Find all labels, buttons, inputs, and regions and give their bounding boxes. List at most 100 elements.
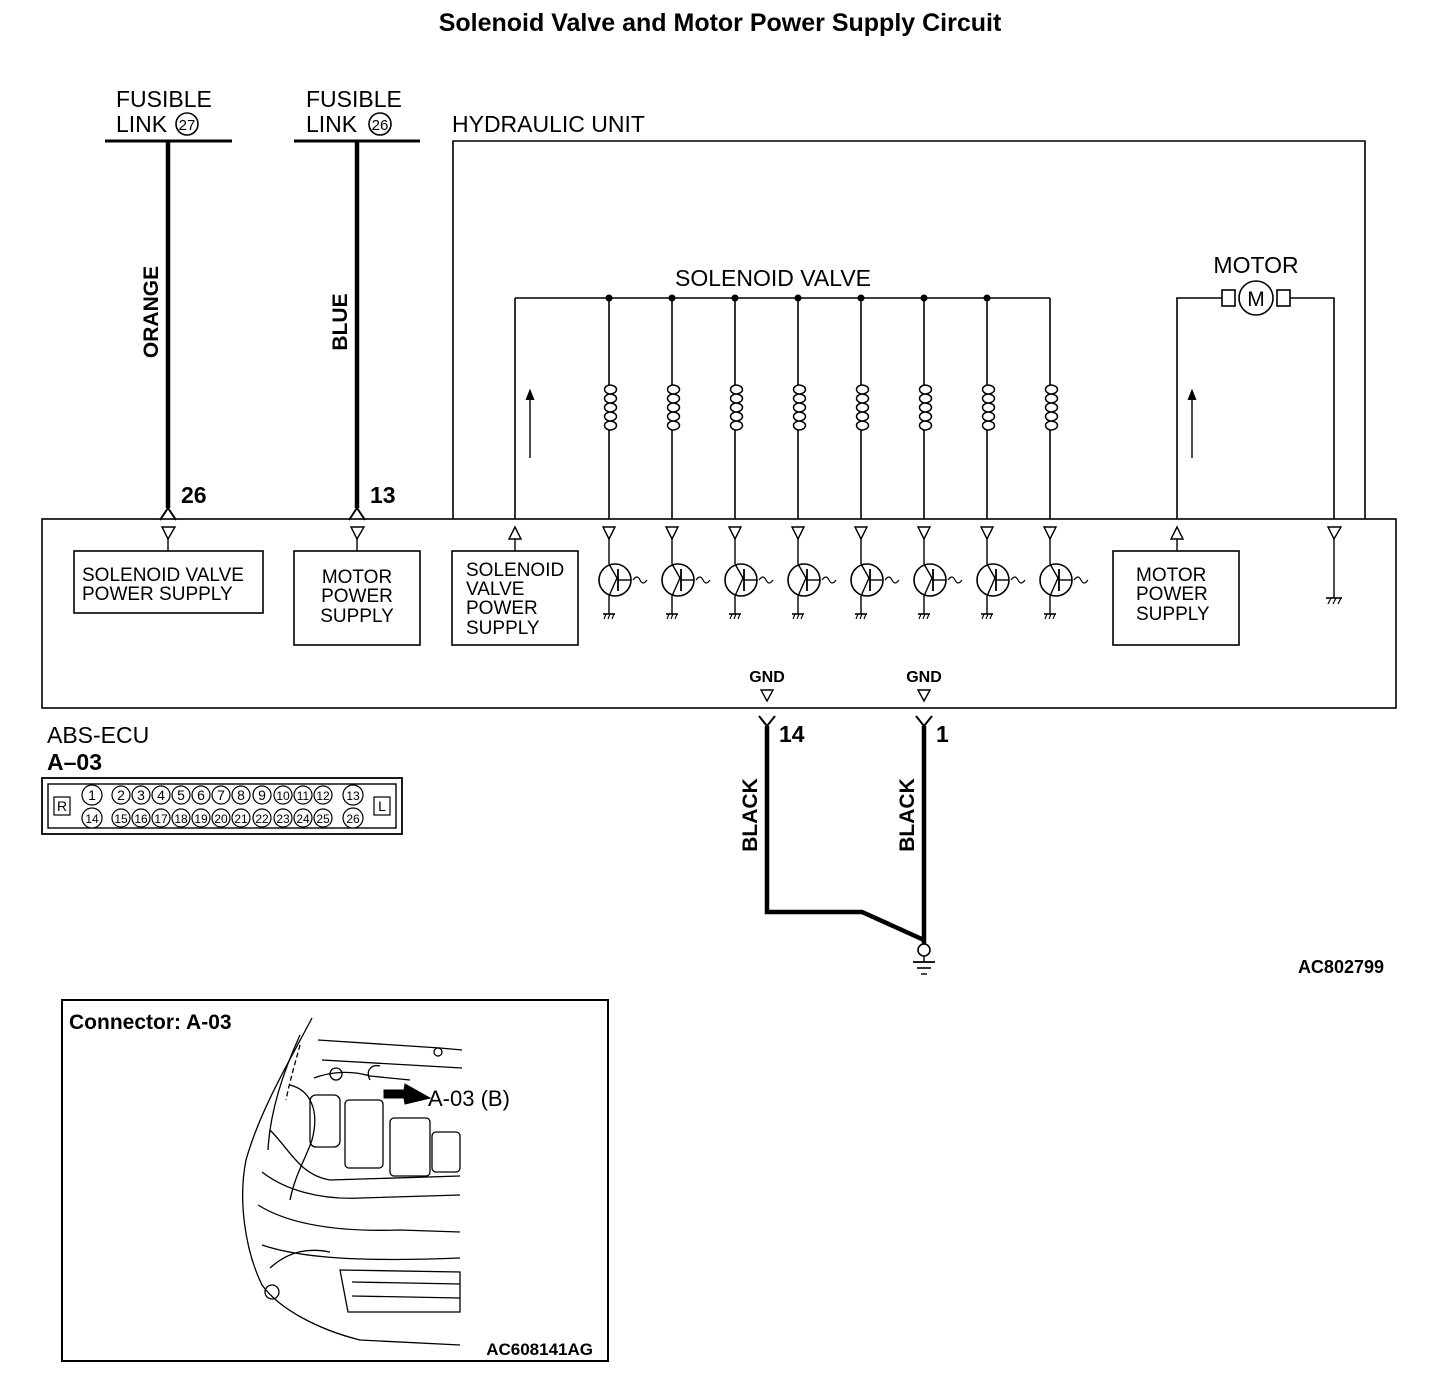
connector-pin-13: 13 (342, 784, 364, 806)
connector-pin-23: 23 (273, 808, 293, 828)
motor-power-right-line1: MOTOR (1136, 565, 1206, 586)
svg-text:1: 1 (88, 787, 96, 803)
ground-wiring: 14 1 BLACK BLACK (739, 715, 949, 975)
diagram-title: Solenoid Valve and Motor Power Supply Ci… (439, 9, 1002, 37)
fusible-link-27: FUSIBLE LINK 27 ORANGE 26 (105, 86, 232, 521)
junction-dot (983, 294, 991, 302)
motor-power-left-line2: POWER (321, 586, 393, 607)
solenoid-driver-3 (724, 526, 774, 620)
solenoid-coil-4 (792, 294, 807, 519)
svg-text:19: 19 (194, 812, 208, 826)
pin-13-label: 13 (370, 482, 396, 508)
svg-text:17: 17 (154, 812, 168, 826)
connector-pin-20: 20 (211, 808, 231, 828)
solenoid-valve-power-block (451, 550, 579, 646)
svg-text:18: 18 (174, 812, 188, 826)
svg-text:26: 26 (346, 812, 360, 826)
solenoid-valve-power-line2: VALVE (466, 579, 524, 600)
connector-pin-5: 5 (171, 785, 191, 805)
connector-pin-15: 15 (111, 808, 131, 828)
solenoid-power-block (73, 550, 264, 614)
solenoid-driver-5 (850, 526, 900, 620)
svg-text:21: 21 (234, 812, 248, 826)
solenoid-driver-1 (598, 526, 648, 620)
svg-text:22: 22 (255, 812, 269, 826)
inset-callout: A-03 (B) (428, 1086, 510, 1111)
svg-text:8: 8 (237, 787, 245, 803)
connector-pin-2: 2 (111, 785, 131, 805)
solenoid-coil-3 (729, 294, 744, 519)
svg-text:16: 16 (134, 812, 148, 826)
svg-text:12: 12 (316, 789, 330, 803)
connector-pin-26: 26 (342, 807, 364, 829)
solenoid-valve-label: SOLENOID VALVE (675, 265, 871, 291)
motor-power-right-line3: SUPPLY (1136, 604, 1210, 625)
svg-text:20: 20 (214, 812, 228, 826)
svg-text:2: 2 (117, 787, 125, 803)
connector-pin-19: 19 (191, 808, 211, 828)
connector-pin-18: 18 (171, 808, 191, 828)
motor-icon (1238, 280, 1274, 316)
solenoid-driver-8 (1039, 526, 1089, 620)
junction-dot (605, 294, 613, 302)
hydraulic-unit: HYDRAULIC UNIT SOLENOID VALVE MOTOR M (452, 111, 1366, 519)
svg-text:4: 4 (157, 787, 165, 803)
motor-power-right-line2: POWER (1136, 584, 1208, 605)
solenoid-coil-5 (855, 294, 870, 519)
svg-text:3: 3 (137, 787, 145, 803)
connector-left-marker: R (57, 798, 67, 814)
wire-color-black-1: BLACK (739, 778, 762, 852)
solenoid-driver-4 (787, 526, 837, 620)
inset-code: AC608141AG (486, 1340, 593, 1359)
connector-pin-12: 12 (313, 785, 333, 805)
svg-text:7: 7 (217, 787, 225, 803)
solenoid-coil-8 (1044, 298, 1059, 519)
connector-pin-11: 11 (293, 785, 313, 805)
solenoid-driver-6 (913, 526, 963, 620)
fusible-link-26-number: 26 (372, 117, 389, 134)
connector-pin-21: 21 (231, 808, 251, 828)
callout-arrow-icon (383, 1083, 432, 1105)
svg-text:25: 25 (316, 812, 330, 826)
motor-power-left-line3: SUPPLY (320, 606, 394, 627)
motor-power-left-block (293, 550, 421, 646)
pin-26-label: 26 (181, 482, 207, 508)
solenoid-coils (603, 294, 1059, 519)
connector-pin-14: 14 (81, 807, 103, 829)
pin-14-label: 14 (779, 721, 805, 747)
solenoid-power-line1: SOLENOID VALVE (82, 565, 244, 586)
junction-dot (857, 294, 865, 302)
connector-pin-25: 25 (313, 808, 333, 828)
wire-color-orange: ORANGE (140, 266, 163, 358)
solenoid-valve-power-line3: POWER (466, 598, 538, 619)
pin-1-label: 1 (936, 721, 949, 747)
junction-dot (920, 294, 928, 302)
svg-text:11: 11 (297, 789, 310, 803)
fusible-link-26-line1: FUSIBLE (306, 86, 402, 112)
motor-power-left-line1: MOTOR (322, 567, 392, 588)
connector-pin-4: 4 (151, 785, 171, 805)
solenoid-valve-power-line4: SUPPLY (466, 618, 540, 639)
svg-text:23: 23 (276, 812, 290, 826)
solenoid-valve-power-line1: SOLENOID (466, 560, 564, 581)
connector-pin-3: 3 (131, 785, 151, 805)
connector-pin-16: 16 (131, 808, 151, 828)
fusible-link-27-line2: LINK (116, 111, 168, 137)
fusible-link-27-line1: FUSIBLE (116, 86, 212, 112)
gnd-label-1: GND (749, 669, 785, 686)
engine-bay-illustration (242, 1017, 463, 1346)
svg-text:24: 24 (296, 812, 310, 826)
connector-pin-6: 6 (191, 785, 211, 805)
connector-pin-8: 8 (231, 785, 251, 805)
junction-dot (668, 294, 676, 302)
fusible-link-26-line2: LINK (306, 111, 358, 137)
inset-title: Connector: A-03 (69, 1011, 232, 1034)
connector-right-marker: L (378, 798, 386, 814)
ecu-name: ABS-ECU (47, 722, 149, 748)
svg-text:9: 9 (258, 787, 266, 803)
motor-power-right-block (1112, 550, 1240, 646)
diagram-code: AC802799 (1298, 957, 1384, 977)
